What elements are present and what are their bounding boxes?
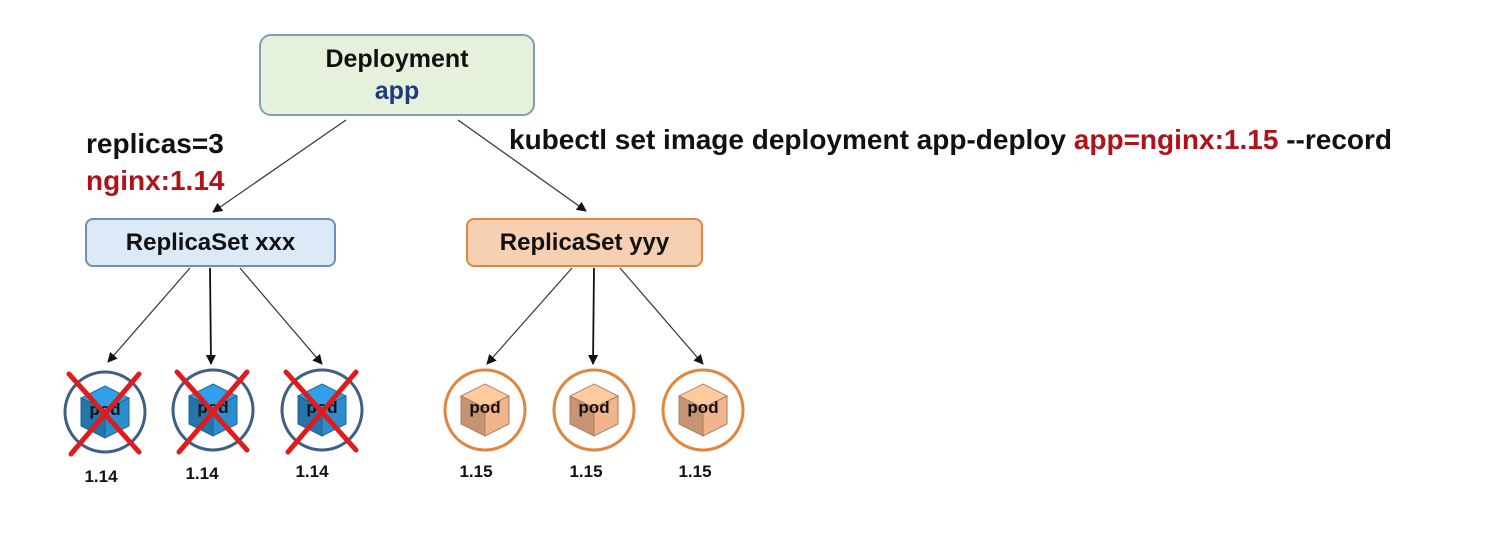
arrow-deploy-to-rs-xxx [212, 119, 347, 213]
old-pod-2-version: 1.14 [185, 464, 219, 483]
arrow-rs-xxx-to-pod-3 [239, 267, 323, 365]
replicaset-xxx-box: ReplicaSet xxx [85, 218, 336, 267]
arrow-rs-yyy-to-pod-2 [588, 267, 599, 365]
replicaset-yyy-box: ReplicaSet yyy [466, 218, 703, 267]
cross-icon-stroke-2 [176, 369, 250, 455]
new-pod-3-version: 1.15 [678, 462, 712, 481]
deployment-title: Deployment [325, 45, 469, 73]
cube-icon-right [593, 395, 619, 437]
deployment-box: Deployment app [259, 34, 535, 116]
command-highlight: app=nginx:1.15 [1073, 124, 1279, 155]
cube-icon-right [484, 395, 510, 437]
cross-icon-stroke-2 [285, 369, 359, 455]
new-pod-2-version: 1.15 [569, 462, 603, 481]
arrow-rs-xxx-to-pod-2 [205, 267, 216, 365]
replicas-label: replicas=3 [86, 128, 224, 159]
replicaset-xxx-label: ReplicaSet xxx [125, 228, 296, 256]
old-pod-3: pod [280, 368, 364, 455]
old-pod-2: pod [171, 368, 255, 455]
new-pod-1-version: 1.15 [459, 462, 493, 481]
arrow-deploy-to-rs-yyy [457, 119, 587, 212]
deployment-name: app [374, 77, 420, 105]
new-pod-1: pod [443, 368, 527, 452]
new-pod-3: pod [661, 368, 745, 452]
command-suffix: --record [1278, 124, 1392, 155]
old-pod-1-version: 1.14 [84, 467, 118, 486]
new-pod-2: pod [552, 368, 636, 452]
command-prefix: kubectl set image deployment app-deploy [509, 124, 1074, 155]
old-pod-3-version: 1.14 [295, 462, 329, 481]
cross-icon-stroke-2 [68, 371, 142, 457]
cube-icon-right [702, 395, 728, 437]
new-pod-2-label: pod [578, 398, 609, 417]
old-pod-1: pod [63, 370, 147, 457]
new-pod-1-label: pod [469, 398, 500, 417]
old-image-label: nginx:1.14 [86, 165, 225, 196]
kubectl-command: kubectl set image deployment app-deploy … [509, 124, 1392, 156]
arrow-rs-xxx-to-pod-1 [107, 267, 191, 363]
arrow-rs-yyy-to-pod-3 [619, 267, 704, 365]
new-pod-3-label: pod [687, 398, 718, 417]
arrow-rs-yyy-to-pod-1 [486, 267, 573, 365]
replicaset-yyy-label: ReplicaSet yyy [499, 228, 670, 256]
